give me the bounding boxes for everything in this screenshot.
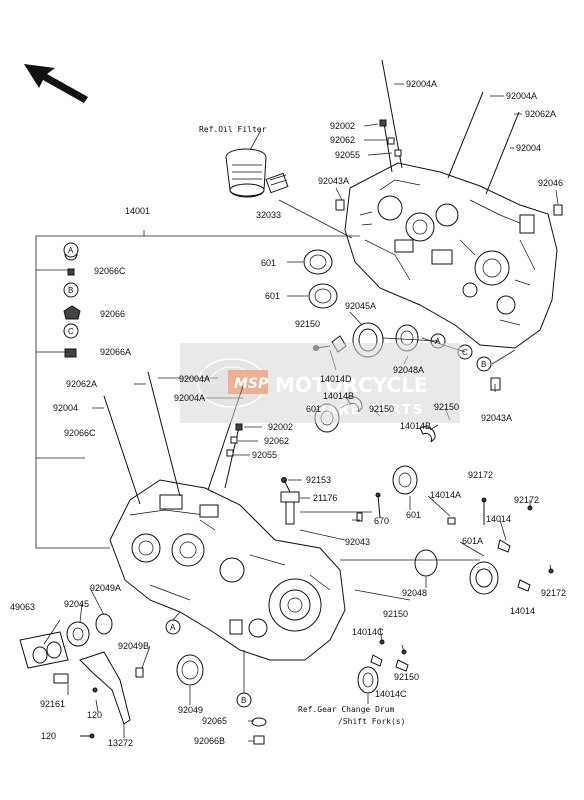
part-14014c-a: 14014C [352, 627, 384, 637]
part-92004a-mid1: 92004A [179, 374, 210, 384]
part-92055-top: 92055 [335, 150, 360, 160]
part-92004a-mid2: 92004A [174, 393, 205, 403]
callout-c1: C [68, 327, 74, 336]
part-120-a: 120 [87, 710, 102, 720]
part-92049: 92049 [178, 705, 203, 715]
part-601-d: 601 [406, 510, 421, 520]
part-49063: 49063 [10, 602, 35, 612]
oil-seal-601-upper [303, 249, 338, 309]
part-14014-b: 14014 [510, 606, 535, 616]
part-92046: 92046 [538, 178, 563, 188]
part-14014d: 14014D [320, 374, 352, 384]
part-92161: 92161 [40, 699, 65, 709]
part-92066: 92066 [100, 309, 125, 319]
upper-studs [379, 59, 520, 195]
part-601a: 601A [462, 536, 483, 546]
part-92045a: 92045A [345, 301, 376, 311]
small-parts-middle [356, 492, 554, 672]
part-92066a: 92066A [100, 347, 131, 357]
part-92043: 92043 [345, 537, 370, 547]
part-92062-top: 92062 [330, 135, 355, 145]
part-92062-mid: 92062 [264, 436, 289, 446]
part-92062a-top: 92062A [525, 109, 556, 119]
part-13272: 13272 [108, 738, 133, 748]
part-21176: 21176 [313, 493, 337, 503]
part-92153: 92153 [306, 475, 331, 485]
part-601-a: 601 [261, 258, 276, 268]
part-670: 670 [374, 516, 389, 526]
part-14014c-b: 14014C [375, 689, 407, 699]
part-92172-a: 92172 [468, 470, 493, 480]
watermark-logo-text: MSP [234, 376, 269, 392]
callout-a3: A [170, 623, 176, 632]
callout-c2: C [462, 348, 468, 357]
callout-letters: A B C A C B A B [68, 246, 486, 705]
part-14014a: 14014A [430, 490, 461, 500]
part-92048a: 92048A [393, 365, 424, 375]
part-92172-c: 92172 [541, 588, 566, 598]
part-92066c-mid: 92066C [64, 428, 96, 438]
watermark-line2: SPARE PARTS [305, 403, 424, 418]
part-92048: 92048 [402, 588, 427, 598]
part-14014b-a: 14014B [323, 391, 354, 401]
part-92049a: 92049A [90, 583, 121, 593]
fitting-32033 [265, 172, 289, 194]
part-32033: 32033 [256, 210, 281, 220]
bracket-14001 [35, 230, 360, 549]
ref-gear-drum-label-2: /Shift Fork(s) [338, 717, 405, 726]
watermark-line1: MOTORCYCLE [275, 373, 427, 397]
callout-a2: A [435, 337, 441, 346]
part-92004a-2: 92004A [506, 91, 537, 101]
callout-b2: B [481, 360, 486, 369]
part-92150-c: 92150 [434, 402, 459, 412]
part-92062a-mid: 92062A [66, 379, 97, 389]
callout-b3: B [241, 696, 246, 705]
part-92002-mid: 92002 [268, 422, 293, 432]
part-92049b: 92049B [118, 641, 149, 651]
lower-crankcase-half [109, 479, 346, 661]
part-92043a-bot: 92043A [481, 413, 512, 423]
part-92066b: 92066B [194, 736, 225, 746]
part-14001: 14001 [125, 206, 150, 216]
part-92172-b: 92172 [514, 495, 539, 505]
front-arrow-icon [24, 64, 88, 103]
part-92066c: 92066C [94, 266, 126, 276]
part-601-b: 601 [265, 291, 280, 301]
part-92004-top: 92004 [516, 143, 541, 153]
part-92004a-1: 92004A [406, 79, 437, 89]
ref-gear-drum-label-1: Ref.Gear Change Drum [298, 705, 395, 714]
oil-filter [225, 148, 267, 198]
part-92150-a: 92150 [295, 319, 320, 329]
upper-crankcase-half [344, 162, 558, 349]
ref-oil-filter-label: Ref.Oil Filter [199, 125, 267, 134]
part-92150-b: 92150 [369, 404, 394, 414]
callout-b1: B [68, 286, 73, 295]
part-14014b-b: 14014B [400, 421, 431, 431]
callout-markers [63, 242, 492, 708]
part-92045: 92045 [64, 599, 89, 609]
callout-a1: A [68, 246, 74, 255]
watermark: MSP MOTORCYCLE SPARE PARTS [180, 343, 460, 423]
part-92150-e: 92150 [394, 672, 419, 682]
fitting-21176 [280, 477, 300, 525]
part-92043a-top: 92043A [318, 176, 349, 186]
part-92002-top: 92002 [330, 121, 355, 131]
part-120-b: 120 [41, 731, 56, 741]
part-92004-mid: 92004 [53, 403, 78, 413]
part-92055-mid: 92055 [252, 450, 277, 460]
part-14014-a: 14014 [486, 514, 511, 524]
part-labels: Ref.Oil Filter 14001 32033 92004A 92004A… [10, 79, 566, 748]
part-92150-d: 92150 [383, 609, 408, 619]
part-601-c: 601 [306, 404, 321, 414]
part-92065: 92065 [202, 716, 227, 726]
watermark-logo [228, 370, 268, 394]
